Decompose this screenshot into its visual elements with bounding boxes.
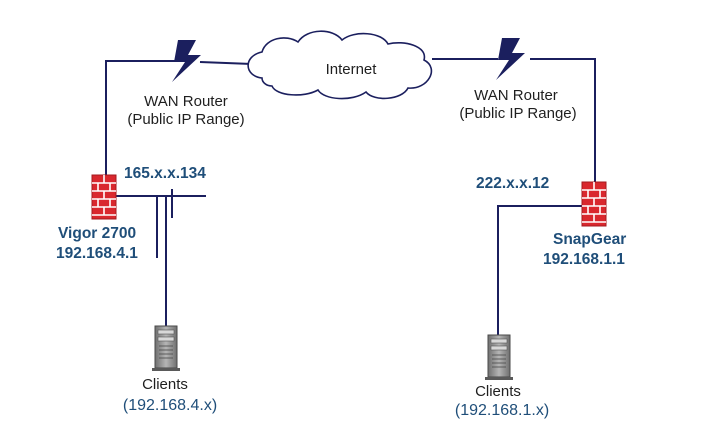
- left-firewall-ip: 192.168.4.1: [56, 245, 138, 262]
- lightning-bolt-icon: [172, 40, 201, 82]
- left-router-line2: (Public IP Range): [127, 111, 244, 128]
- left-firewall-name: Vigor 2700: [58, 225, 136, 242]
- cloud-icon: [247, 30, 433, 100]
- left-clients-range: (192.168.4.x): [123, 397, 217, 414]
- server-tower-icon: [152, 325, 180, 371]
- link-right-router-to-firewall: [530, 58, 596, 182]
- right-router-line1: WAN Router: [474, 87, 558, 104]
- left-wan-ip: 165.x.x.134: [124, 165, 206, 182]
- server-tower-icon: [485, 334, 513, 380]
- right-firewall-name: SnapGear: [553, 231, 626, 248]
- lightning-bolt-icon: [496, 38, 525, 80]
- left-clients-label: Clients: [142, 376, 188, 393]
- brick-wall-icon: [581, 181, 607, 227]
- left-site: WAN Router (Public IP Range) 165.x.x.134: [56, 40, 245, 414]
- link-left-router-to-firewall: [105, 60, 176, 176]
- right-clients-label: Clients: [475, 383, 521, 400]
- link-left-router-to-cloud: [199, 61, 253, 65]
- right-firewall-ip: 192.168.1.1: [543, 251, 625, 268]
- link-right-firewall-to-clients: [497, 205, 582, 335]
- right-router-line2: (Public IP Range): [459, 105, 576, 122]
- links: [105, 58, 596, 335]
- brick-wall-icon: [91, 174, 117, 220]
- right-clients-range: (192.168.1.x): [455, 402, 549, 419]
- right-wan-ip: 222.x.x.12: [476, 175, 549, 192]
- internet-cloud: Internet: [247, 30, 433, 100]
- right-site: WAN Router (Public IP Range) 222.x.x.12: [455, 38, 626, 419]
- internet-label: Internet: [326, 61, 378, 78]
- left-router-line1: WAN Router: [144, 93, 228, 110]
